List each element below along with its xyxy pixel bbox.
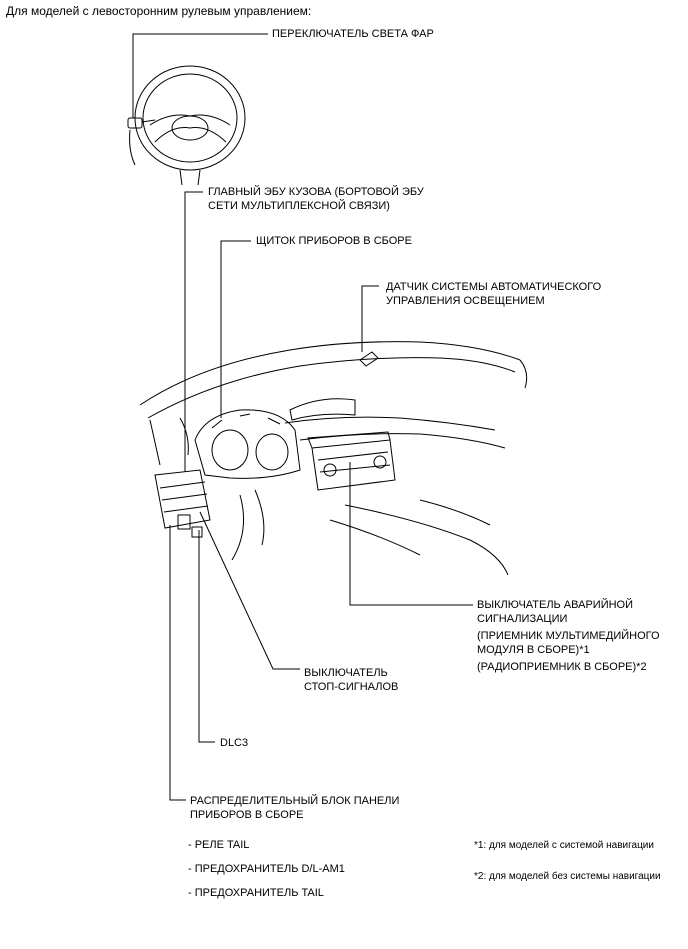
- page-header: Для моделей с левосторонним рулевым упра…: [6, 4, 312, 18]
- label-multimedia-line2: МОДУЛЯ В СБОРЕ)*1: [477, 644, 590, 656]
- label-dlc3: DLC3: [220, 737, 249, 749]
- label-radio-receiver: (РАДИОПРИЕМНИК В СБОРЕ)*2: [477, 661, 647, 673]
- junction-block-illustration: [154, 469, 211, 538]
- label-main-body-ecu-line1: ГЛАВНЫЙ ЭБУ КУЗОВА (БОРТОВОЙ ЭБУ: [208, 186, 424, 198]
- label-hazard-switch-line2: СИГНАЛИЗАЦИИ: [477, 613, 568, 625]
- leader-lines: [132, 33, 473, 801]
- junction-item-tail-fuse: - ПРЕДОХРАНИТЕЛЬ TAIL: [188, 887, 324, 899]
- footnote-2: *2: для моделей без системы навигации: [474, 871, 661, 882]
- label-combination-meter: ЩИТОК ПРИБОРОВ В СБОРЕ: [256, 235, 412, 247]
- steering-wheel-illustration: [127, 65, 246, 186]
- footnote-1: *1: для моделей с системой навигации: [474, 840, 654, 851]
- center-console-illustration: [307, 431, 396, 491]
- label-junction-block-line1: РАСПРЕДЕЛИТЕЛЬНЫЙ БЛОК ПАНЕЛИ: [190, 795, 400, 807]
- label-main-body-ecu-line2: СЕТИ МУЛЬТИПЛЕКСНОЙ СВЯЗИ): [208, 200, 390, 212]
- label-stop-switch-line1: ВЫКЛЮЧАТЕЛЬ: [304, 667, 388, 679]
- label-junction-block-line2: ПРИБОРОВ В СБОРЕ: [190, 809, 304, 821]
- label-light-sensor-line1: ДАТЧИК СИСТЕМЫ АВТОМАТИЧЕСКОГО: [386, 281, 602, 293]
- label-hazard-switch-line1: ВЫКЛЮЧАТЕЛЬ АВАРИЙНОЙ: [477, 599, 634, 611]
- label-multimedia-line1: (ПРИЕМНИК МУЛЬТИМЕДИЙНОГО: [477, 630, 660, 642]
- label-stop-switch-line2: СТОП-СИГНАЛОВ: [304, 681, 399, 693]
- label-headlight-switch: ПЕРЕКЛЮЧАТЕЛЬ СВЕТА ФАР: [272, 28, 434, 40]
- junction-item-tail-relay: - РЕЛЕ TAIL: [188, 839, 250, 851]
- junction-item-dl-am1-fuse: - ПРЕДОХРАНИТЕЛЬ D/L-AM1: [188, 863, 345, 875]
- label-light-sensor-line2: УПРАВЛЕНИЯ ОСВЕЩЕНИЕМ: [386, 295, 545, 307]
- combination-meter-illustration: [194, 409, 301, 479]
